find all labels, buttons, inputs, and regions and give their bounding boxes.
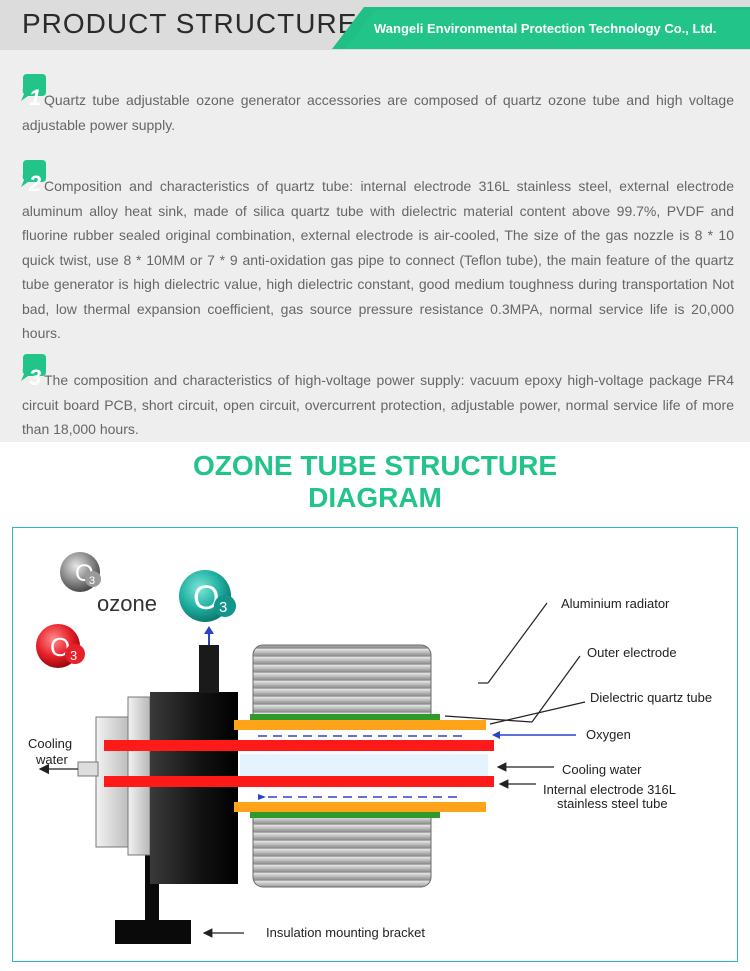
diagram-title-line1: OZONE TUBE STRUCTURE [193, 450, 557, 481]
label-inner-electrode-2: stainless steel tube [557, 796, 668, 811]
quartz-tube-bottom [234, 802, 486, 812]
list-item-1: 1 Quartz tube adjustable ozone generator… [21, 72, 734, 137]
o3-red-icon: O 3 [36, 624, 85, 668]
company-name: Wangeli Environmental Protection Technol… [374, 21, 717, 36]
ozone-outlet-arrow-head [204, 626, 214, 634]
item-text-2: Composition and characteristics of quart… [22, 178, 734, 341]
label-dielectric-tube: Dielectric quartz tube [590, 690, 712, 705]
inner-electrode-bottom [104, 776, 494, 787]
outer-electrode-top [250, 714, 440, 720]
number-digit-1: 1 [28, 85, 42, 110]
cooling-water-left-label-1: Cooling [28, 736, 72, 751]
item-text-3: The composition and characteristics of h… [22, 372, 734, 437]
bracket-base [115, 920, 191, 944]
leader-dielectric-tube [489, 701, 586, 725]
quartz-tube-top [234, 720, 486, 730]
number-digit-2: 2 [28, 171, 42, 196]
end-cap [150, 692, 238, 884]
leader-outer-electrode [531, 655, 581, 723]
page-title: PRODUCT STRUCTURE [22, 8, 358, 39]
o3-teal-icon: O 3 [179, 570, 236, 622]
o3-gray-icon: O 3 [60, 552, 101, 592]
label-aluminium-radiator: Aluminium radiator [561, 596, 670, 611]
outer-electrode-bottom [250, 812, 440, 818]
cooling-water-left-label-2: water [35, 752, 68, 767]
number-badge-2-icon [21, 160, 46, 187]
leader-aluminium-radiator [487, 602, 548, 684]
ozone-word: ozone [97, 591, 157, 616]
list-item-2: 2 Composition and characteristics of qua… [21, 160, 734, 346]
diagram-title-line2: DIAGRAM [308, 482, 442, 513]
gas-flow-arrow-head [258, 794, 266, 800]
item-text-1: Quartz tube adjustable ozone generator a… [22, 92, 734, 133]
o3-gray-subscript: 3 [89, 575, 95, 587]
label-bracket: Insulation mounting bracket [266, 925, 425, 940]
label-outer-electrode: Outer electrode [587, 645, 677, 660]
header-accent-band-inner [345, 10, 750, 49]
cooling-water-outlet-nozzle [77, 761, 99, 777]
label-cooling-water: Cooling water [562, 762, 642, 777]
number-badge-1-icon [21, 72, 46, 101]
inner-electrode-top [104, 740, 494, 751]
label-inner-electrode-1: Internal electrode 316L [543, 782, 676, 797]
diagram-title: OZONE TUBE STRUCTURE DIAGRAM [0, 450, 750, 514]
intro-section: 1 Quartz tube adjustable ozone generator… [0, 50, 750, 442]
number-digit-3: 3 [28, 365, 42, 390]
o3-teal-subscript: 3 [219, 599, 227, 616]
ozone-outlet-port [199, 645, 219, 693]
cooling-water-channel [240, 754, 488, 778]
label-oxygen: Oxygen [586, 727, 631, 742]
list-item-3: 3 The composition and characteristics of… [21, 354, 734, 442]
number-badge-3-icon [21, 354, 46, 381]
o3-red-subscript: 3 [70, 648, 77, 663]
